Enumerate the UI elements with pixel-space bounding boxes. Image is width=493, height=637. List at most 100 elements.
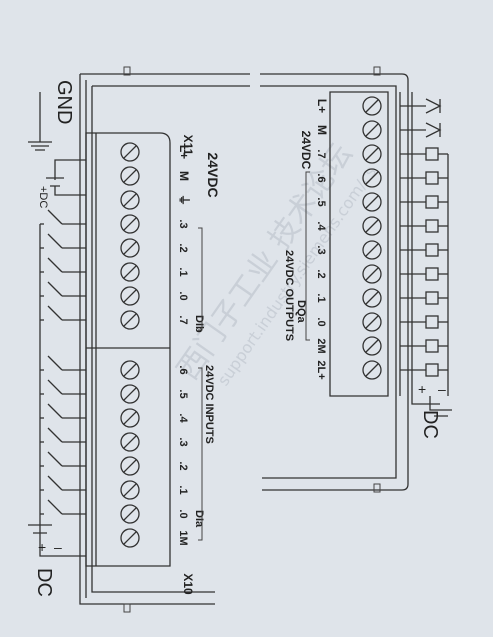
screw-slot <box>365 291 379 305</box>
terminal-label: .3 <box>177 219 189 228</box>
label-24vdc-right: 24VDC <box>299 131 313 170</box>
right-terminal-screw <box>362 144 382 164</box>
screw-head <box>120 456 140 476</box>
terminal-label: .1 <box>177 267 189 276</box>
label-plus-right: + <box>418 381 426 397</box>
right-latch-top <box>373 66 381 76</box>
output-load <box>400 339 448 353</box>
left-terminal-screw <box>120 504 140 524</box>
right-terminal-block <box>329 91 389 397</box>
left-group-a-labels: .6.5.4.3.2.1.01M <box>177 365 189 545</box>
terminal-label: .1 <box>177 485 189 494</box>
terminal-label: L+ <box>315 99 329 113</box>
right-power-labels: L+ M <box>315 99 329 135</box>
dqa-bracket <box>305 171 310 341</box>
output-load <box>400 171 448 185</box>
terminal-label: 2L+ <box>315 360 327 379</box>
right-terminal-screw <box>362 312 382 332</box>
terminal-label: L+ <box>177 145 191 159</box>
screw-slot <box>365 123 379 137</box>
screw-slot <box>365 363 379 377</box>
left-screws-a <box>120 360 140 548</box>
screw-head <box>120 528 140 548</box>
input-switch <box>40 427 86 443</box>
left-power-labels: L+ M ⏚ <box>177 145 191 206</box>
screw-head <box>120 432 140 452</box>
terminal-label: M <box>177 171 191 181</box>
left-terminal-screw <box>120 286 140 306</box>
screw-head <box>120 408 140 428</box>
screw-slot <box>123 313 137 327</box>
left-screws-b <box>120 142 140 330</box>
output-load-box <box>425 339 439 353</box>
right-terminal-screw <box>362 360 382 380</box>
terminal-label: .4 <box>315 221 327 231</box>
input-switch <box>40 281 86 297</box>
label-24vdc-left: 24VDC <box>205 152 221 197</box>
left-dc-source-2 <box>28 520 52 540</box>
input-switch <box>40 451 86 467</box>
right-output-loads <box>400 98 449 396</box>
label-plus-dc: +DC <box>37 186 49 208</box>
terminal-label: .0 <box>177 291 189 300</box>
input-switch <box>40 257 86 273</box>
terminal-label: ⏚ <box>177 194 191 206</box>
output-diode-icon <box>425 122 442 138</box>
label-x10: X10 <box>181 573 195 595</box>
output-load <box>400 363 448 377</box>
terminal-label: .7 <box>315 149 327 158</box>
output-load <box>400 147 448 161</box>
left-terminal-block <box>85 132 171 567</box>
terminal-label: .5 <box>177 389 189 398</box>
screw-slot <box>365 171 379 185</box>
left-wiring <box>28 92 86 557</box>
screw-slot <box>365 219 379 233</box>
terminal-label: .1 <box>315 293 327 302</box>
right-latch-bottom <box>373 483 381 493</box>
screw-head <box>362 96 382 116</box>
label-minus-right: – <box>438 381 446 397</box>
right-terminal-screw <box>362 240 382 260</box>
right-terminal-screw <box>362 96 382 116</box>
output-load-box <box>425 315 439 329</box>
input-switch <box>40 379 86 395</box>
output-diode-icon <box>425 98 442 114</box>
left-group-b-labels: .3.2.1.0.7 <box>177 219 189 324</box>
watermark-cn: 西门子工业 技术论坛 <box>171 137 360 386</box>
right-terminal-screw <box>362 168 382 188</box>
screw-head <box>120 142 140 162</box>
screw-head <box>120 480 140 500</box>
terminal-label: 2M <box>315 338 327 353</box>
output-load <box>400 195 448 209</box>
output-load <box>400 243 448 257</box>
screw-slot <box>365 195 379 209</box>
screw-slot <box>365 147 379 161</box>
screw-head <box>362 120 382 140</box>
label-dc-right: DC <box>419 410 441 439</box>
label-dqa: DQa <box>295 300 307 324</box>
terminal-label: .2 <box>315 269 327 278</box>
left-terminal-screw <box>120 238 140 258</box>
screw-head <box>120 262 140 282</box>
terminal-label: .0 <box>177 509 189 518</box>
screw-slot <box>123 435 137 449</box>
screw-head <box>362 168 382 188</box>
screw-head <box>362 312 382 332</box>
screw-slot <box>123 459 137 473</box>
screw-slot <box>123 169 137 183</box>
screw-slot <box>123 241 137 255</box>
label-minus-left: – <box>54 539 62 555</box>
screw-head <box>120 238 140 258</box>
left-terminal-screw <box>120 166 140 186</box>
left-latch-top <box>123 66 131 76</box>
screw-slot <box>123 265 137 279</box>
left-terminal-screw <box>120 432 140 452</box>
terminal-label: M <box>315 125 329 135</box>
screw-head <box>362 240 382 260</box>
right-terminal-screw <box>362 336 382 356</box>
terminal-label: .3 <box>315 245 327 254</box>
terminal-label: .5 <box>315 197 327 206</box>
right-housing-inner <box>260 85 397 479</box>
